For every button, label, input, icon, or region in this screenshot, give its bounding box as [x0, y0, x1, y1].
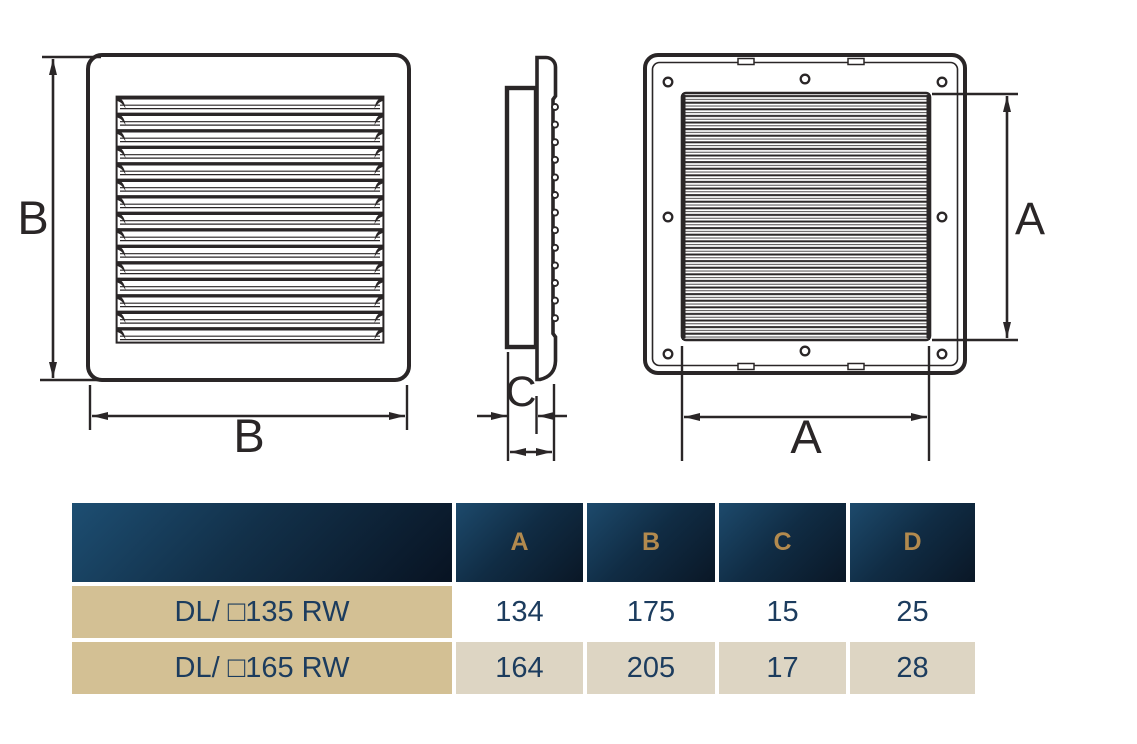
value-135-b: 175: [587, 586, 715, 638]
front-louver-grille: [116, 96, 384, 343]
screw-hole: [936, 211, 948, 223]
screw-hole: [936, 348, 948, 360]
value-165-a: 164: [456, 642, 583, 694]
dimensions-table: A B C D DL/ □135 RW 134 175 15 25 DL/ □1…: [72, 503, 975, 694]
side-front-panel-profile: [535, 55, 558, 382]
screw-holes: [662, 73, 948, 360]
screw-hole: [662, 211, 674, 223]
model-name-165: DL/ □165 RW: [72, 642, 452, 694]
front-width-dimension: B: [88, 385, 409, 462]
value-135-c: 15: [719, 586, 846, 638]
table-header-b: B: [587, 503, 715, 582]
side-louver-tips: [551, 103, 559, 323]
screw-hole: [662, 76, 674, 88]
dim-label-back-height: A: [1015, 193, 1045, 244]
table-header-model: [72, 503, 452, 582]
dim-label-side-depth: C: [505, 368, 536, 416]
technical-drawing: B B: [17, 53, 1045, 463]
front-view-drawing: B B: [17, 53, 411, 462]
back-rib-grille: [682, 93, 930, 340]
screw-hole: [799, 73, 811, 85]
dim-label-front-height: B: [17, 191, 48, 244]
front-height-dimension: B: [17, 55, 101, 382]
back-mounting-frame: [643, 53, 967, 375]
side-back-plate: [504, 85, 539, 350]
value-135-a: 134: [456, 586, 583, 638]
back-height-dimension: A: [932, 92, 1045, 342]
back-width-dimension: A: [680, 346, 931, 463]
model-name-135: DL/ □135 RW: [72, 586, 452, 638]
value-165-d: 28: [850, 642, 975, 694]
value-135-d: 25: [850, 586, 975, 638]
side-depth-dimension: C: [477, 352, 567, 461]
value-165-b: 205: [587, 642, 715, 694]
back-clip-tabs: [737, 57, 865, 371]
dim-label-front-width: B: [233, 409, 264, 462]
value-165-c: 17: [719, 642, 846, 694]
screw-hole: [662, 348, 674, 360]
back-view-drawing: A A: [643, 53, 1045, 463]
front-outer-frame: [86, 53, 411, 382]
screw-hole: [799, 345, 811, 357]
table-header-d: D: [850, 503, 975, 582]
table-header-c: C: [719, 503, 846, 582]
table-header-a: A: [456, 503, 583, 582]
side-view-drawing: C: [477, 55, 567, 461]
dim-label-back-width: A: [790, 410, 822, 463]
screw-hole: [936, 76, 948, 88]
